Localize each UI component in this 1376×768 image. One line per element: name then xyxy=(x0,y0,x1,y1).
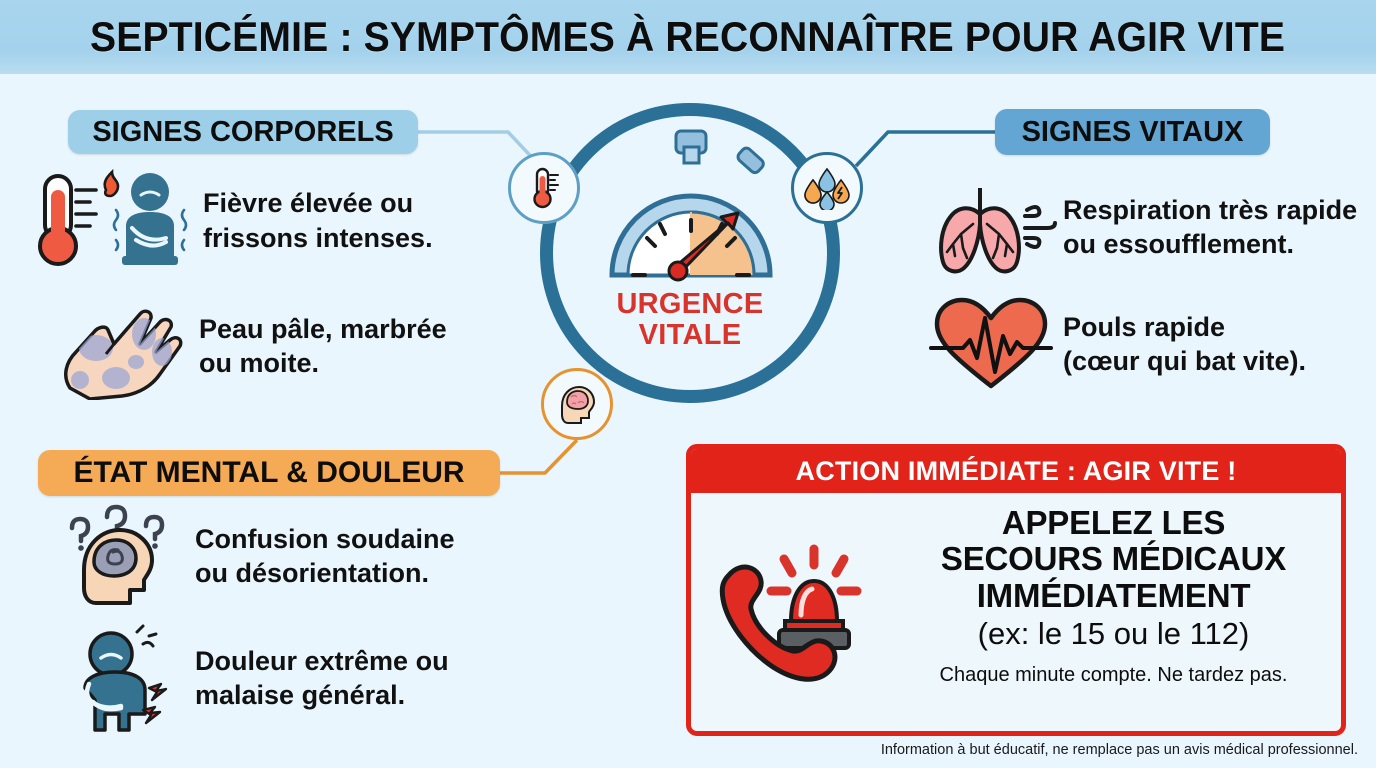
action-box-text: APPELEZ LES SECOURS MÉDICAUX IMMÉDIATEME… xyxy=(886,504,1341,687)
list-item-confusion: Confusion soudaine ou désorientation. xyxy=(50,500,520,612)
list-item-pain: Douleur extrême ou malaise général. xyxy=(55,622,525,734)
list-item-label: Fièvre élevée ou frissons intenses. xyxy=(203,188,433,253)
heart-pulse-icon xyxy=(918,296,1063,392)
list-item-pulse: Pouls rapide (cœur qui bat vite). xyxy=(918,296,1368,392)
confused-head-icon xyxy=(50,500,195,612)
action-main-text: APPELEZ LES SECOURS MÉDICAUX IMMÉDIATEME… xyxy=(940,504,1287,614)
brain-head-node-icon xyxy=(541,368,613,440)
disclaimer-text: Information à but éducatif, ne remplace … xyxy=(880,742,1358,758)
action-box-body: APPELEZ LES SECOURS MÉDICAUX IMMÉDIATEME… xyxy=(691,493,1341,731)
page-header: SEPTICÉMIE : SYMPTÔMES À RECONNAÎTRE POU… xyxy=(0,0,1376,74)
hub-label: URGENCE VITALE xyxy=(540,288,840,352)
list-item-skin: Peau pâle, marbrée ou moite. xyxy=(44,292,514,400)
hub-label-line1: URGENCE xyxy=(616,288,764,320)
lungs-icon xyxy=(918,176,1063,278)
mottled-hand-icon xyxy=(44,292,199,400)
emergency-phone-siren-icon xyxy=(711,535,881,690)
section-badge-mental[interactable]: ÉTAT MENTAL & DOULEUR xyxy=(38,450,500,496)
list-item-label: Respiration très rapide ou essoufflement… xyxy=(1063,194,1358,259)
thermometer-node-icon xyxy=(508,152,580,224)
list-item-label: Pouls rapide (cœur qui bat vite). xyxy=(1063,311,1306,376)
action-box: ACTION IMMÉDIATE : AGIR VITE ! xyxy=(686,444,1346,736)
abdominal-pain-person-icon xyxy=(55,622,195,734)
section-badge-corporels[interactable]: SIGNES CORPORELS xyxy=(68,110,418,154)
page-title: SEPTICÉMIE : SYMPTÔMES À RECONNAÎTRE POU… xyxy=(90,13,1286,60)
action-box-header: ACTION IMMÉDIATE : AGIR VITE ! xyxy=(691,449,1341,493)
list-item-label: Douleur extrême ou malaise général. xyxy=(195,645,449,710)
thermometer-fever-icon xyxy=(28,168,203,273)
list-item-respiration: Respiration très rapide ou essoufflement… xyxy=(918,176,1368,278)
list-item-label: Peau pâle, marbrée ou moite. xyxy=(199,313,447,378)
list-item-fever: Fièvre élevée ou frissons intenses. xyxy=(28,168,498,273)
stopwatch-icon xyxy=(609,129,773,282)
section-badge-vitaux[interactable]: SIGNES VITAUX xyxy=(995,109,1270,155)
action-note-text: Chaque minute compte. Ne tardez pas. xyxy=(939,663,1288,686)
droplets-node-icon xyxy=(791,152,863,224)
hub-label-line2: VITALE xyxy=(638,319,742,352)
action-sub-text: (ex: le 15 ou le 112) xyxy=(977,615,1250,651)
list-item-label: Confusion soudaine ou désorientation. xyxy=(195,523,455,588)
central-hub: URGENCE VITALE xyxy=(540,103,840,403)
